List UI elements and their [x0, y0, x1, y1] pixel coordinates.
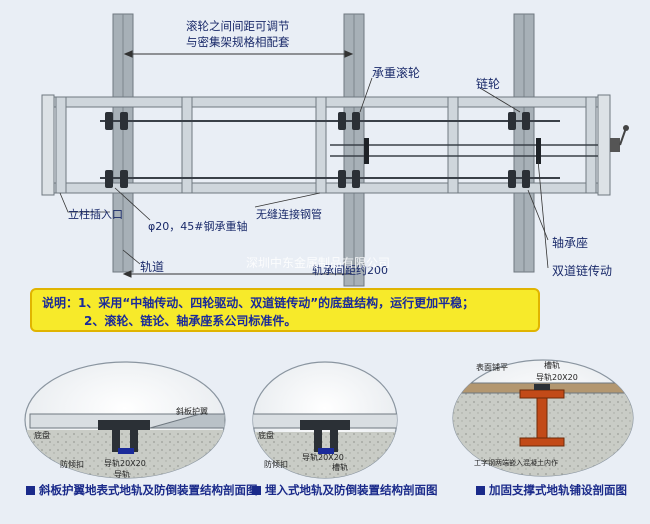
sprockets [364, 138, 541, 164]
label-axle: φ20，45#钢承重轴 [148, 220, 248, 233]
caption-bullet-icon [26, 486, 35, 495]
load-rollers [105, 112, 530, 188]
s1-guard: 斜板护翼 [176, 407, 208, 416]
s2-rail: 槽轨 [332, 463, 348, 472]
label-load-roller: 承重滚轮 [372, 66, 421, 80]
description-note: 说明：1、采用“中轴传动、四轮驱动、双道链传动”的底盘结构，运行更加平稳； 2、… [30, 288, 540, 332]
section-oval-3 [452, 359, 634, 477]
note-line-2: 2、滚轮、链论、轴承座系公司标准件。 [84, 314, 297, 328]
end-cap-left [41, 94, 55, 196]
s3-surface: 表面铺平 [476, 363, 508, 372]
label-sprocket: 链轮 [476, 77, 501, 91]
label-bearing-seat: 轴承座 [552, 236, 589, 250]
caption-bullet-icon [252, 486, 261, 495]
label-rail-spacing: 轨承间距约200 [312, 264, 388, 277]
label-roller-spacing: 滚轮之间间距可调节 与密集架规格相配套 [186, 19, 290, 49]
caption-bullet-icon [476, 486, 485, 495]
crank-handle [610, 125, 629, 152]
spacing-dimension [122, 50, 354, 278]
s3-groove: 槽轨 [544, 361, 560, 370]
caption-section-3: 加固支撑式地轨铺设剖面图 [476, 482, 627, 498]
section-oval-2 [252, 361, 398, 479]
s2-anti-tip: 防倾扣 [264, 460, 288, 469]
end-cap-right [597, 94, 611, 196]
leader-lines [59, 77, 549, 269]
s3-rail-size: 导轨20X20 [536, 373, 578, 382]
label-double-chain: 双道链传动 [552, 264, 613, 278]
chain-shaft [330, 144, 598, 157]
note-line-1: 说明：1、采用“中轴传动、四轮驱动、双道链传动”的底盘结构，运行更加平稳； [42, 296, 475, 310]
label-steel-tube: 无缝连接钢管 [256, 208, 322, 221]
caption-section-1: 斜板护翼地表式地轨及防倒装置结构剖面图 [26, 482, 258, 498]
s1-floor: 底盘 [34, 431, 50, 440]
rail-left [112, 13, 134, 273]
s1-rail: 导轨 [114, 470, 130, 479]
axles [100, 120, 560, 179]
s2-rail-size: 导轨20X20 [302, 453, 344, 462]
watermark: 深圳中东金属制品有限公司 [246, 256, 391, 270]
s1-anti-tip: 防倾扣 [60, 460, 84, 469]
label-rail: 轨道 [140, 260, 165, 274]
rail-right [513, 13, 535, 273]
s3-concrete: 工字钢两端嵌入混凝土内作 [474, 459, 558, 467]
label-column-slot: 立柱插入口 [68, 208, 123, 221]
s2-floor: 底盘 [258, 431, 274, 440]
s1-rail-size: 导轨20X20 [104, 459, 146, 468]
caption-section-2: 埋入式地轨及防倒装置结构剖面图 [252, 482, 438, 498]
